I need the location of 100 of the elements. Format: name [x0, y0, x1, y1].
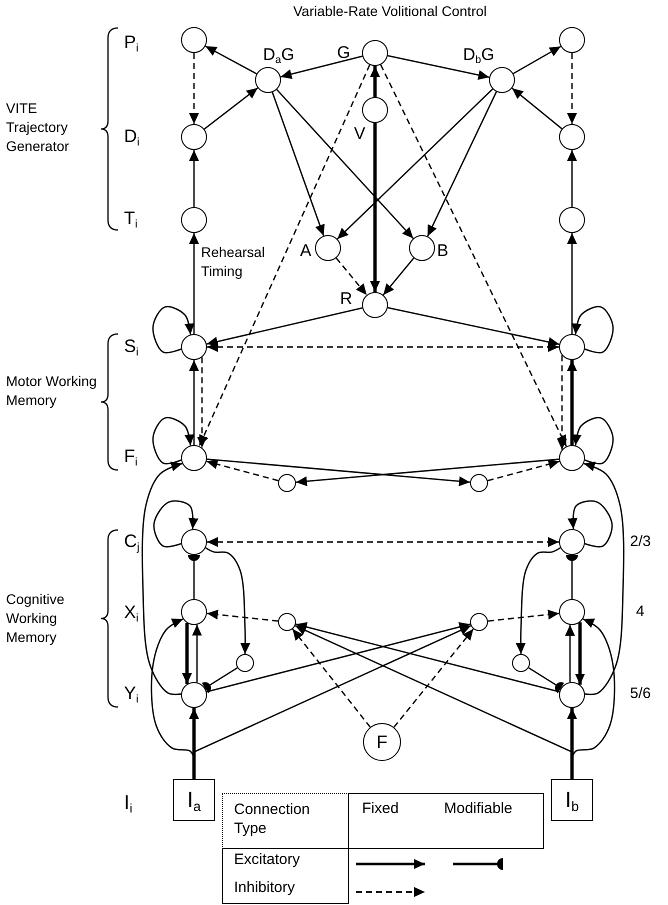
self-loop-arrow	[572, 416, 614, 464]
node-label: V	[354, 125, 366, 144]
arrow	[204, 87, 258, 130]
neuron-circle	[559, 124, 585, 150]
arrow	[296, 458, 560, 486]
neuron-circle	[559, 599, 585, 625]
arrow	[567, 150, 577, 207]
neuron-circle	[559, 529, 585, 555]
arrow	[192, 624, 202, 682]
node-label: I$_{b}$	[565, 789, 579, 811]
neuron-circle	[255, 67, 281, 93]
arrow	[565, 624, 575, 682]
neuron-circle	[559, 682, 585, 708]
dashed-arrow	[557, 355, 567, 450]
dashed-arrow	[567, 53, 577, 124]
arrow	[272, 92, 325, 236]
group-label: Motor Working Memory	[6, 372, 98, 410]
layer-label: Y$_{i}$	[124, 684, 138, 704]
thick-arrow	[575, 622, 585, 685]
thick-arrow	[567, 708, 577, 779]
node-label: F	[376, 733, 388, 751]
neuron-circle	[559, 334, 585, 360]
arrow	[189, 150, 199, 207]
neuron-circle	[181, 599, 207, 625]
title: Variable-Rate Volitional Control	[292, 4, 488, 20]
node-label: D$_{b}$G	[463, 46, 494, 65]
thick-arrow	[370, 123, 380, 292]
arrow	[276, 89, 414, 239]
arrow	[280, 56, 363, 79]
connector-with-half-disc-end	[528, 667, 564, 694]
arrow	[570, 618, 616, 780]
layer-label: P$_{i}$	[124, 33, 138, 53]
neuron-circle	[363, 723, 401, 761]
dashed-double-headed-arrow	[207, 537, 559, 547]
neuron-circle	[559, 445, 585, 471]
dashed-arrow	[206, 459, 278, 482]
self-loop-arrow	[152, 416, 194, 464]
arrow	[142, 462, 182, 696]
neuron-circle	[559, 27, 585, 53]
column-header: Fixed	[362, 801, 399, 818]
input-box	[551, 779, 593, 821]
neuron-circle	[362, 97, 388, 123]
connector-with-half-disc-end	[188, 555, 200, 599]
neuron-circle	[181, 334, 207, 360]
group-label: VITE Trajectory Generator	[6, 99, 70, 156]
thick-arrow	[189, 708, 199, 779]
neuron-circle	[181, 682, 207, 708]
thick-arrow	[567, 360, 577, 445]
self-loop-arrow	[568, 500, 613, 548]
node-label: D$_{a}$G	[263, 46, 294, 65]
neuron-circle	[181, 207, 207, 233]
neuron-circle	[278, 613, 296, 631]
arrow	[205, 547, 250, 654]
neuron-circle	[362, 292, 388, 318]
neuron-circle	[278, 474, 296, 492]
layer-label: X$_{i}$	[124, 603, 138, 623]
arrow	[512, 46, 562, 74]
arrow	[205, 46, 257, 74]
node-label: R	[340, 290, 352, 309]
neuron-circle	[409, 235, 435, 261]
self-loop-arrow	[153, 500, 198, 548]
self-loop-arrow	[152, 306, 194, 354]
layer-number: 5/6	[630, 686, 651, 702]
neuron-circle	[181, 445, 207, 471]
arrow	[189, 360, 199, 445]
dashed-arrow	[197, 357, 207, 448]
layer-label: C$_{j}$	[124, 532, 140, 552]
dashed-arrow	[206, 610, 278, 622]
dashed-arrow	[393, 628, 474, 728]
dashed-arrow	[488, 459, 560, 482]
dashed-arrow	[292, 628, 371, 728]
node-label: G	[337, 44, 350, 63]
annotation: Rehearsal Timing	[201, 243, 266, 281]
arrow	[512, 88, 562, 130]
arrow	[584, 462, 624, 696]
neuron-circle	[489, 67, 515, 93]
arrow	[426, 91, 498, 237]
neuron-circle	[362, 40, 388, 66]
group-label: Cognitive Working Memory	[6, 590, 66, 647]
layer-label: F$_{i}$	[124, 447, 138, 467]
row-header: Inhibitory	[234, 880, 295, 896]
neuron-circle	[512, 654, 530, 672]
arrow	[382, 258, 414, 296]
arrow	[206, 622, 470, 692]
column-header: Connection Type	[234, 800, 311, 838]
dashed-double-headed-arrow	[207, 342, 559, 352]
arrow	[296, 622, 560, 692]
dashed-arrow	[198, 64, 370, 446]
node-label: I$_{a}$	[187, 789, 201, 811]
node-label: A	[300, 242, 312, 261]
arrow	[206, 307, 362, 346]
layer-number: 4	[636, 604, 644, 620]
self-loop-arrow	[572, 306, 614, 354]
neuron-circle	[181, 27, 207, 53]
dashed-arrow	[380, 64, 567, 447]
neuron-circle	[559, 207, 585, 233]
connector-with-half-disc-end	[202, 667, 238, 694]
row-header: Excitatory	[234, 852, 300, 868]
neuron-circle	[470, 474, 488, 492]
arrow	[388, 307, 560, 347]
